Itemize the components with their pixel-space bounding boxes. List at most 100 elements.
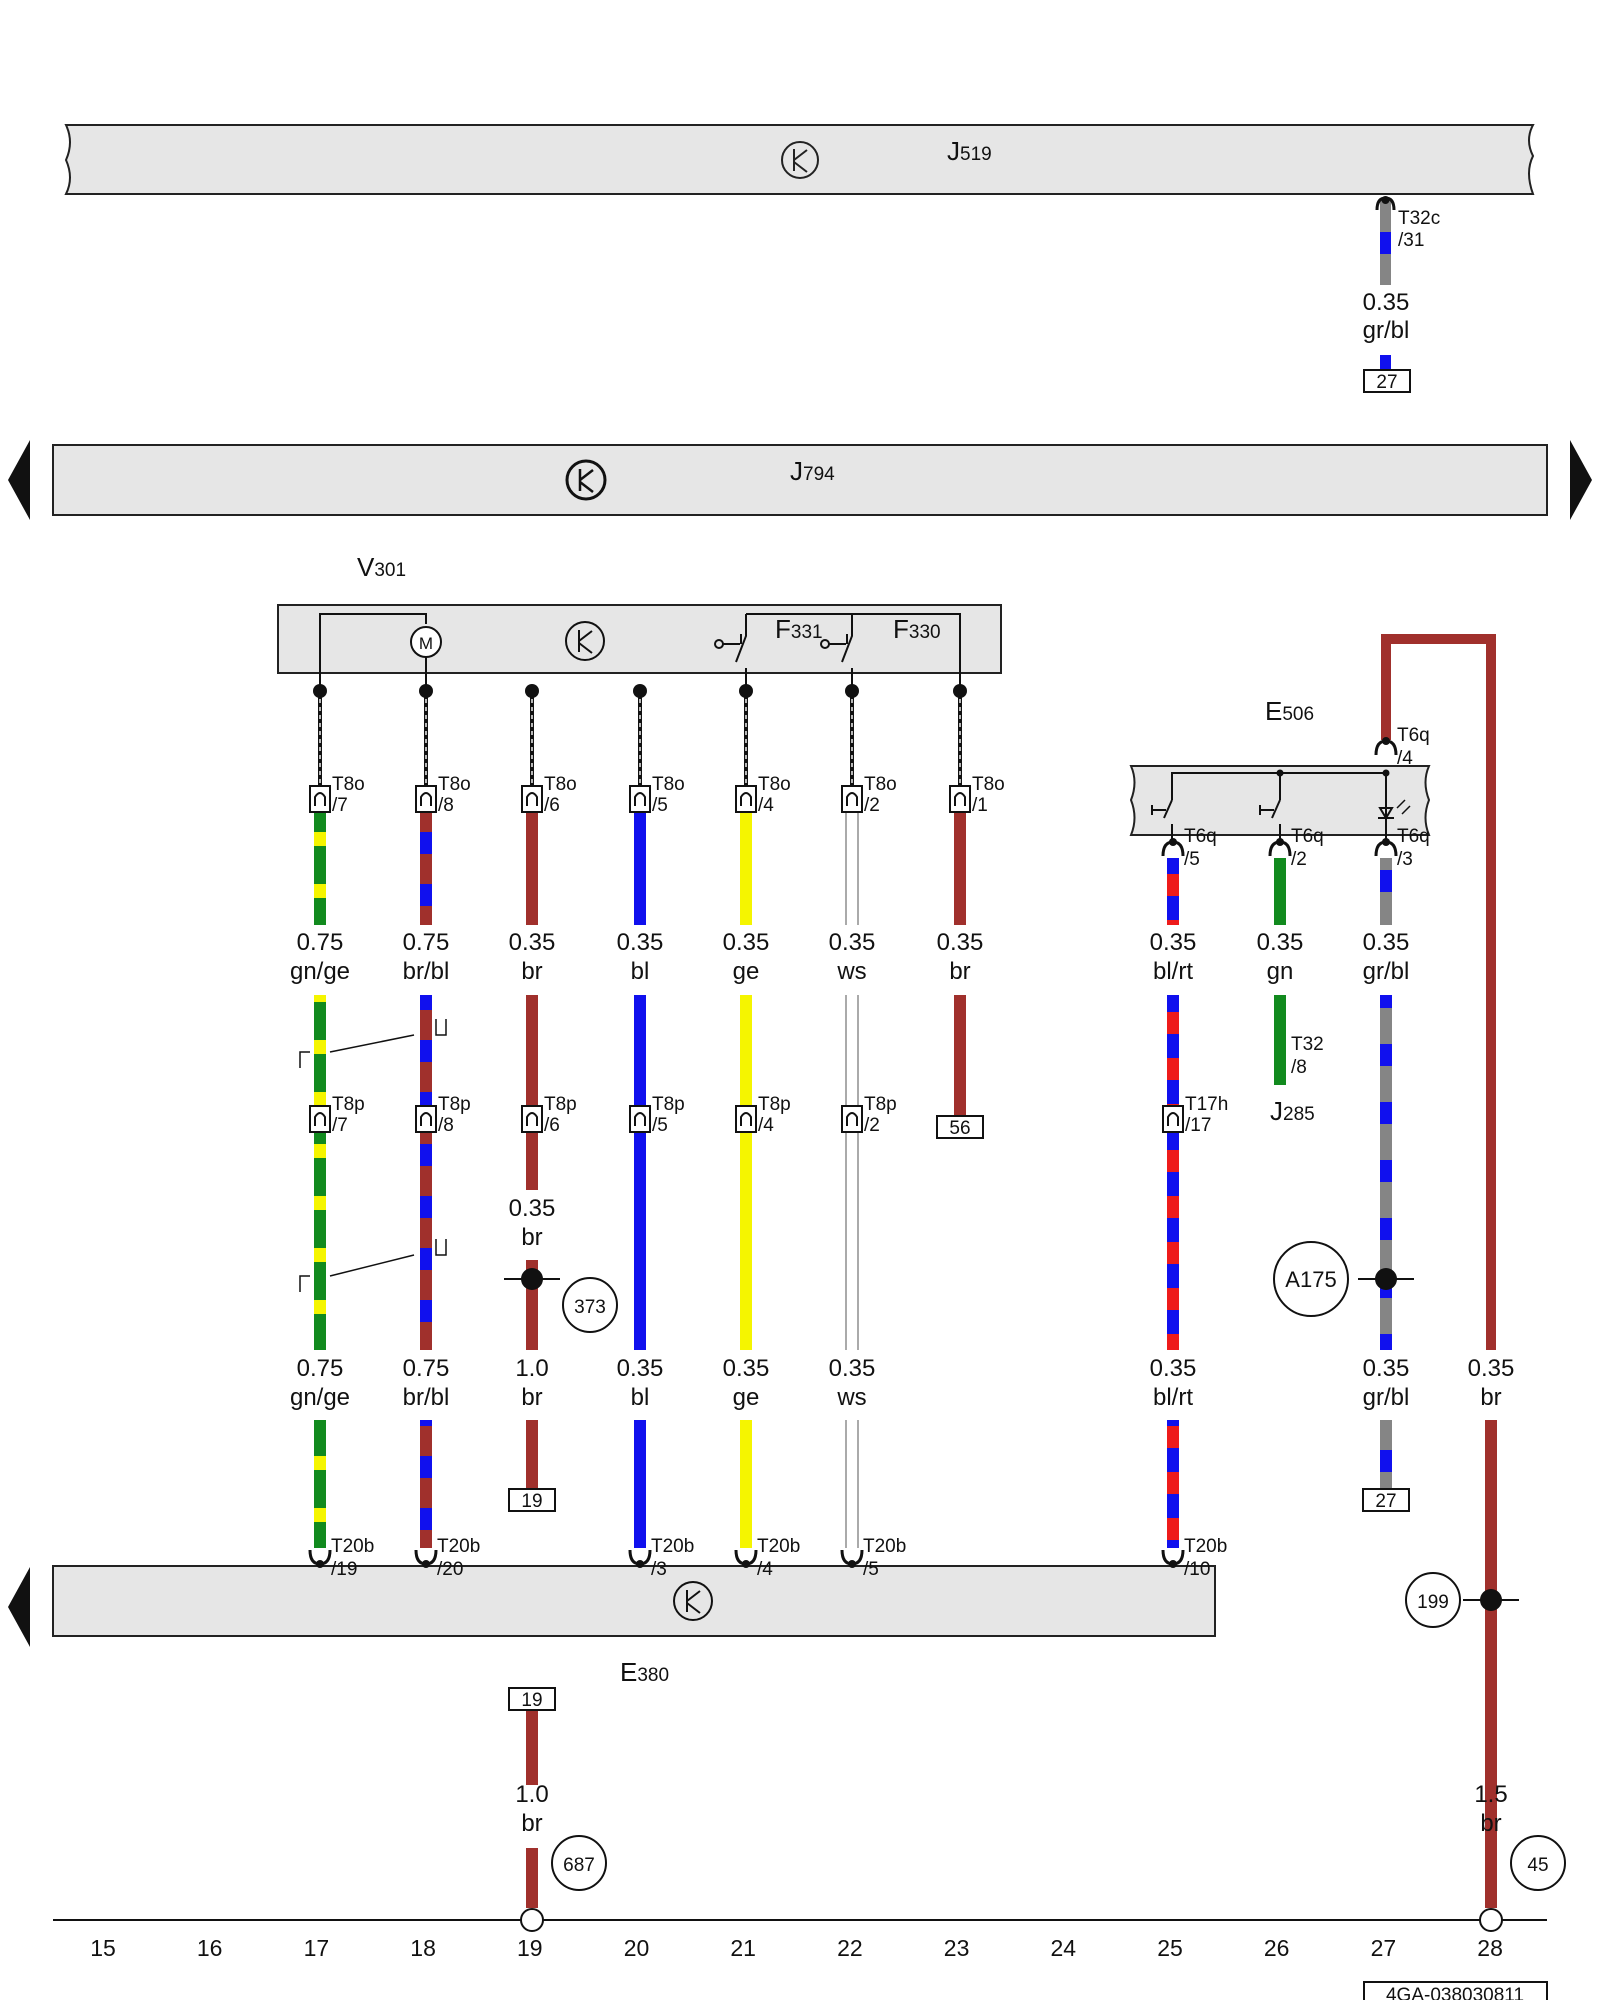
connector-label: T20b — [757, 1536, 800, 1557]
ground-rail — [53, 1908, 1547, 1932]
grid-number: 19 — [517, 1935, 543, 1961]
pin-label: /2 — [864, 1115, 880, 1136]
wire-segment — [1167, 1133, 1179, 1350]
j285-label: J285 — [1270, 1096, 1315, 1126]
grid-number: 16 — [197, 1935, 223, 1961]
motor-icon: M — [410, 626, 442, 658]
splice-45: 45 — [1510, 1835, 1566, 1891]
splice-373: 373 — [562, 1277, 618, 1333]
shielded-wire — [845, 684, 859, 785]
shielded-wires — [313, 684, 967, 785]
ground-wire-28-size: 1.5 — [1474, 1781, 1507, 1808]
led-icon — [1378, 799, 1411, 845]
splice-a175: A175 — [1273, 1241, 1349, 1317]
wire-segment — [1167, 1420, 1179, 1548]
pin-label: /7 — [332, 1115, 348, 1136]
col25-lower-wire-color: bl/rt — [1153, 1384, 1193, 1411]
col27-lower-wire-size: 0.35 — [1363, 1355, 1410, 1382]
ref-box-19: 19 — [508, 1687, 556, 1711]
connector-label: T20b — [863, 1536, 906, 1557]
connector-pin-icon — [1374, 737, 1398, 756]
connector-label: T32 — [1291, 1034, 1324, 1055]
wire-segment — [845, 995, 859, 1105]
grid-number: 21 — [730, 1935, 756, 1961]
svg-text:373: 373 — [574, 1297, 606, 1318]
connector-socket-icon — [735, 785, 757, 813]
connector-pin-icon — [1268, 838, 1292, 857]
ref-box-27: 27 — [1376, 372, 1397, 393]
v301-wire-size: 0.35 — [937, 929, 984, 956]
wire-segment — [1381, 634, 1496, 1350]
wire-segment — [314, 1133, 326, 1350]
connector-label: T8o — [544, 774, 577, 795]
e380-panel: E380 — [8, 1565, 1216, 1687]
connector-label: T8p — [864, 1094, 897, 1115]
connector-pin-icon — [414, 1549, 438, 1568]
connector-pin-icon — [1161, 838, 1185, 857]
pin-label: /4 — [1397, 748, 1413, 769]
v301-wire-color: br — [521, 958, 542, 985]
connector-label: T6q — [1291, 826, 1324, 847]
j519-wire: T32c /31 0.35 gr/bl 27 — [1363, 196, 1440, 393]
e380-label: E380 — [620, 1657, 669, 1687]
pin-label: /19 — [331, 1559, 357, 1580]
connector-label: T8o — [864, 774, 897, 795]
col27-lower-wire-color: gr/bl — [1363, 1384, 1410, 1411]
pin-label: /5 — [1184, 849, 1200, 870]
v301-wire-color: bl — [631, 958, 650, 985]
j794-panel: J794 — [8, 440, 1592, 520]
wire-segment — [1167, 995, 1179, 1105]
wire-segment — [1274, 858, 1286, 925]
connector-label: T17h — [1185, 1094, 1228, 1115]
svg-text:M: M — [419, 634, 433, 653]
v301-wire-color: ge — [733, 958, 760, 985]
e506-component: E506 J285 — [1129, 696, 1431, 1126]
wire-segments — [314, 634, 1497, 1908]
lower-wire-color: br/bl — [403, 1384, 450, 1411]
wire-segment — [526, 1420, 538, 1500]
v301-wire-color: gn/ge — [290, 958, 350, 985]
pin-label: /3 — [1397, 849, 1413, 870]
lower-wire-size: 1.0 — [515, 1355, 548, 1382]
connector-socket-icon — [949, 785, 971, 813]
wire-segment — [314, 995, 326, 1105]
col28-upper-wire-color: br — [1480, 1384, 1501, 1411]
v301-wire-size: 0.35 — [723, 929, 770, 956]
svg-text:45: 45 — [1527, 1855, 1548, 1876]
grid-number: 17 — [304, 1935, 330, 1961]
lower-wire-color: ws — [836, 1384, 866, 1411]
pin-label: /10 — [1184, 1559, 1210, 1580]
connector-symbols — [299, 737, 1519, 1611]
ground-wire-28-color: br — [1480, 1810, 1501, 1837]
wire-segment — [740, 1133, 752, 1350]
wire-segment — [634, 1420, 646, 1548]
connector-pin-icon — [1374, 838, 1398, 857]
wire-segment — [634, 995, 646, 1105]
col19-mid-wire-size: 0.35 — [509, 1195, 556, 1222]
wire-segment — [845, 813, 859, 925]
pin-label: /31 — [1398, 230, 1424, 251]
connector-label: T8p — [758, 1094, 791, 1115]
connector-socket-icon — [1162, 1105, 1184, 1133]
e506-wire-color: gr/bl — [1363, 958, 1410, 985]
connector-pin-icon — [308, 1549, 332, 1568]
wire-segment — [420, 813, 432, 925]
connector-label: T20b — [331, 1536, 374, 1557]
wire-segment — [740, 995, 752, 1105]
v301-label: V301 — [357, 552, 406, 582]
wire-segment — [420, 1420, 432, 1548]
j794-label: J794 — [790, 456, 835, 486]
grid-number: 24 — [1051, 1935, 1077, 1961]
lower-wire-size: 0.35 — [829, 1355, 876, 1382]
grid-number: 27 — [1371, 1935, 1397, 1961]
connector-socket-icon — [309, 785, 331, 813]
twisted-pair-marker — [299, 1239, 447, 1292]
document-code: 4GA-038030811 — [1363, 1981, 1548, 2000]
connector-socket-icon — [309, 1105, 331, 1133]
wire-size: 0.35 — [1363, 289, 1410, 316]
e506-wire-color: bl/rt — [1153, 958, 1193, 985]
e506-wire-color: gn — [1267, 958, 1294, 985]
connector-label: T20b — [437, 1536, 480, 1557]
grid-number: 18 — [410, 1935, 436, 1961]
